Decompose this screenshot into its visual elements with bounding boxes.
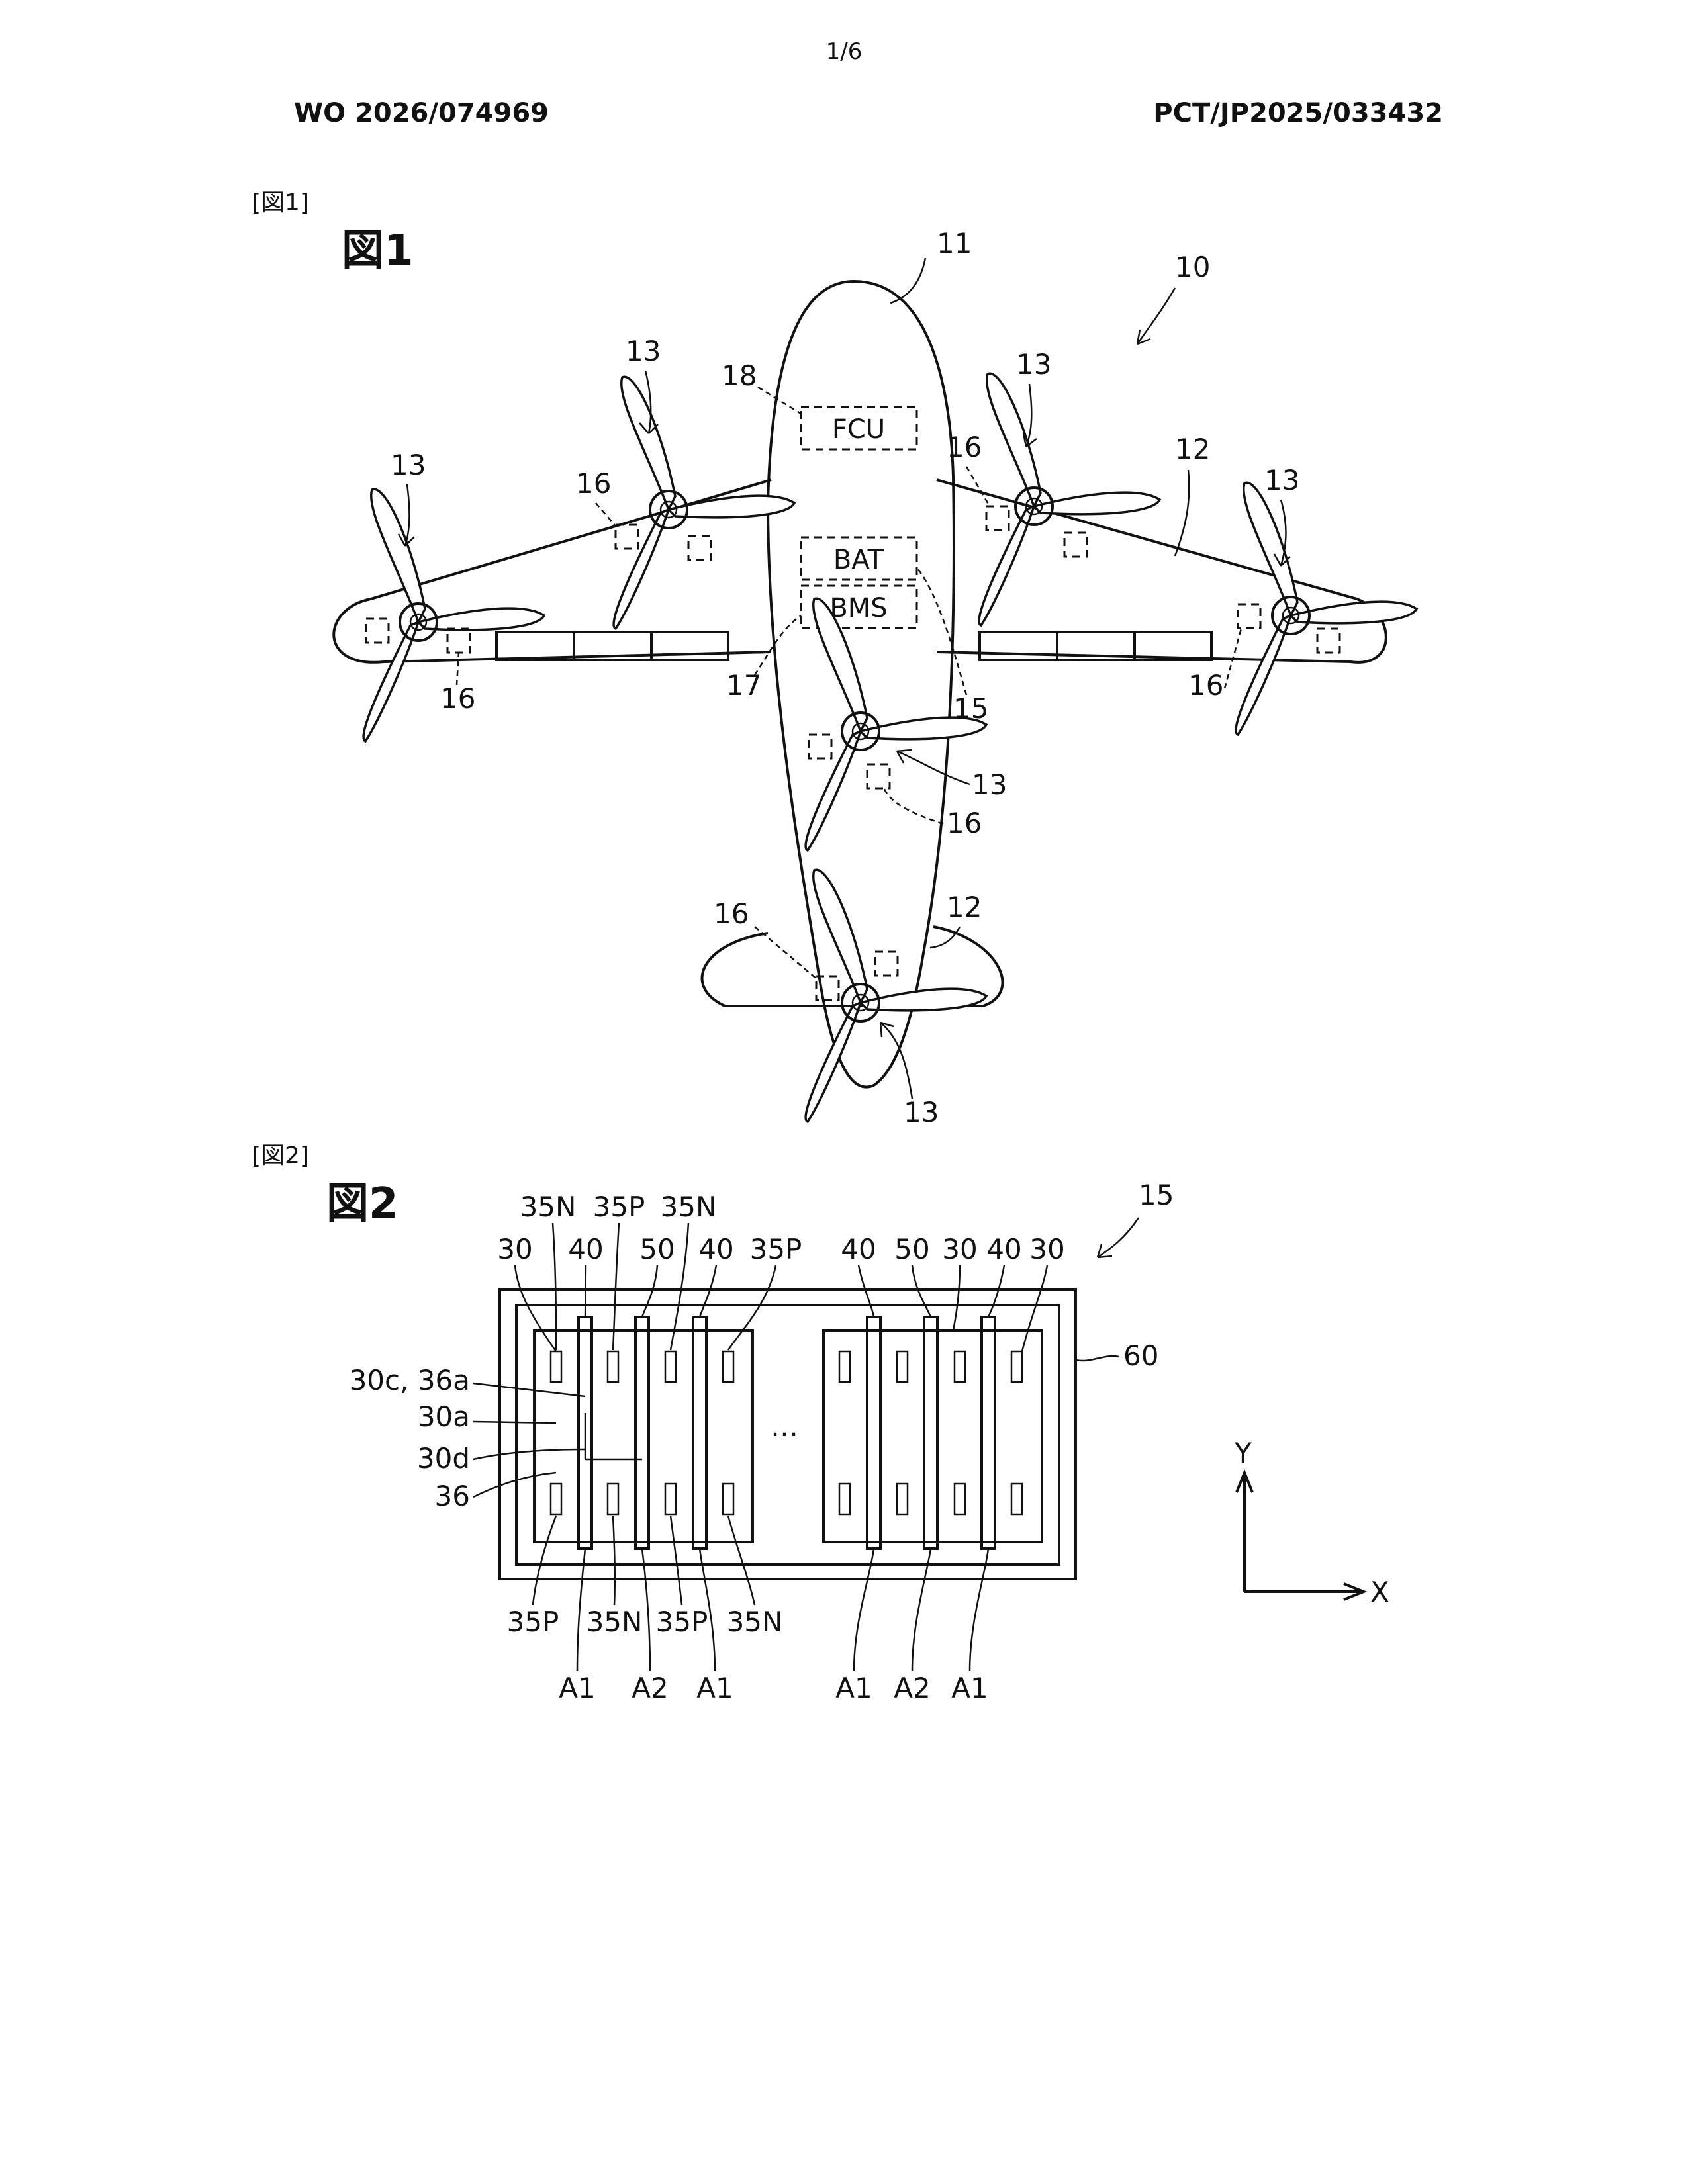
ref-side-d: 30d: [417, 1442, 470, 1475]
ref-motor-3: 16: [440, 682, 475, 715]
bot-A2-1: A2: [632, 1672, 668, 1704]
bot-A1-3: A1: [835, 1672, 872, 1704]
ref-fuselage: 11: [937, 227, 972, 259]
ref-pack: 15: [1139, 1179, 1174, 1211]
ref-rotor-ro: 13: [1264, 464, 1299, 496]
fcu-label: FCU: [832, 414, 885, 445]
top-35P-1: 35P: [593, 1191, 645, 1223]
ref-case: 60: [1123, 1340, 1158, 1372]
ref-motor-2: 16: [947, 431, 982, 463]
ref-aircraft: 10: [1175, 251, 1210, 283]
xy-axes: [1237, 1473, 1364, 1600]
ref-rotor-ri: 13: [1016, 348, 1051, 381]
ref-wing-r: 12: [1175, 433, 1210, 465]
ref-rotor-li: 13: [626, 335, 661, 367]
figure-2-caption: [図2]: [252, 1142, 309, 1169]
figure-2: [図2] 図2: [252, 1142, 1389, 1704]
ellipsis: …: [771, 1410, 798, 1443]
axis-x-label: X: [1370, 1576, 1389, 1608]
top-40-4: 40: [986, 1233, 1021, 1265]
bottom-leaders: [533, 1516, 988, 1671]
ref-face-a: 30a: [418, 1400, 470, 1433]
bot-A1-2: A1: [696, 1672, 733, 1704]
top-50-1: 50: [639, 1233, 675, 1265]
ref-rotor-lo: 13: [391, 449, 426, 481]
top-30-2: 30: [942, 1233, 977, 1265]
bot-A1-4: A1: [951, 1672, 988, 1704]
cell-group-right: [823, 1330, 1042, 1542]
bot-35N-1: 35N: [586, 1606, 643, 1638]
ref-battery-pack: 15: [953, 692, 988, 725]
figure-1-caption: [図1]: [252, 189, 309, 216]
top-35N-2: 35N: [661, 1191, 717, 1223]
top-40-3: 40: [841, 1233, 876, 1265]
bms-label: BMS: [829, 593, 887, 623]
bot-35P-2: 35P: [656, 1606, 708, 1638]
ref-side-a: 30c, 36a: [350, 1364, 470, 1396]
top-30-1: 30: [497, 1233, 532, 1265]
ref-fcu: 18: [722, 359, 757, 392]
top-50-2: 50: [894, 1233, 929, 1265]
top-30-3: 30: [1029, 1233, 1064, 1265]
bot-A1-1: A1: [559, 1672, 595, 1704]
bot-35N-2: 35N: [727, 1606, 783, 1638]
rotor-left-inner: [614, 377, 794, 629]
top-35P-2: 35P: [750, 1233, 802, 1265]
ref-motor-5: 16: [947, 807, 982, 839]
figure-1: [図1] 図1 FCU BAT BMS: [252, 189, 1417, 1128]
top-35N-1: 35N: [520, 1191, 577, 1223]
ref-motor-4: 16: [1188, 669, 1223, 702]
cell-group-left: [534, 1330, 753, 1542]
ref-holder: 36: [435, 1480, 470, 1512]
top-40-1: 40: [568, 1233, 603, 1265]
bot-A2-2: A2: [894, 1672, 930, 1704]
ref-motor-1: 16: [576, 467, 611, 500]
axis-y-label: Y: [1234, 1437, 1252, 1469]
bot-35P-1: 35P: [507, 1606, 559, 1638]
ref-motor-6: 16: [714, 897, 749, 930]
ref-wing-tail: 12: [947, 891, 982, 923]
bat-label: BAT: [833, 545, 884, 575]
top-40-2: 40: [698, 1233, 733, 1265]
ref-rotor-c: 13: [972, 768, 1007, 801]
ref-rotor-t: 13: [904, 1096, 939, 1128]
figure-1-title: 図1: [342, 226, 414, 275]
figure-2-title: 図2: [326, 1179, 399, 1228]
rotor-right-outer: [1236, 482, 1417, 735]
